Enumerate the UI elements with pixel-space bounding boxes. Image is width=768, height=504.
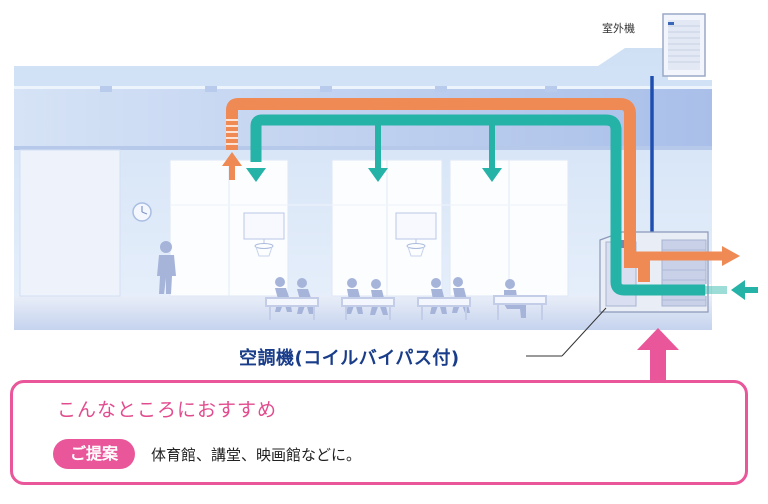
person-standing-icon — [157, 241, 176, 294]
intake-arrow-up-icon — [222, 152, 242, 166]
proposal-text: 体育館、講堂、映画館などに。 — [151, 446, 362, 464]
supply-arrow-down-icon — [482, 168, 502, 182]
bench-icon — [265, 295, 547, 320]
label-leader-line — [561, 307, 607, 357]
recommendation-title: こんなところにおすすめ — [57, 399, 278, 421]
exhaust-arrow-icon — [722, 246, 740, 266]
basketball-hoop-icon — [243, 212, 285, 257]
supply-air-duct — [246, 114, 758, 300]
basketball-hoop-icon — [395, 212, 437, 257]
fresh-air-arrow-icon — [731, 280, 745, 300]
pink-up-arrow-icon — [637, 328, 679, 382]
proposal-badge: ご提案 — [53, 439, 135, 469]
wall-clock-icon — [132, 202, 152, 222]
outdoor-unit-icon — [662, 13, 706, 77]
outdoor-unit-label: 室外機 — [602, 22, 635, 35]
return-air-duct — [222, 98, 740, 282]
supply-arrow-down-icon — [368, 168, 388, 182]
ac-unit-label: 空調機(コイルバイパス付) — [239, 348, 460, 369]
windows — [19, 149, 569, 297]
supply-arrow-down-icon — [246, 168, 266, 182]
recommendation-box: こんなところにおすすめ ご提案 体育館、講堂、映画館などに。 — [10, 380, 748, 485]
